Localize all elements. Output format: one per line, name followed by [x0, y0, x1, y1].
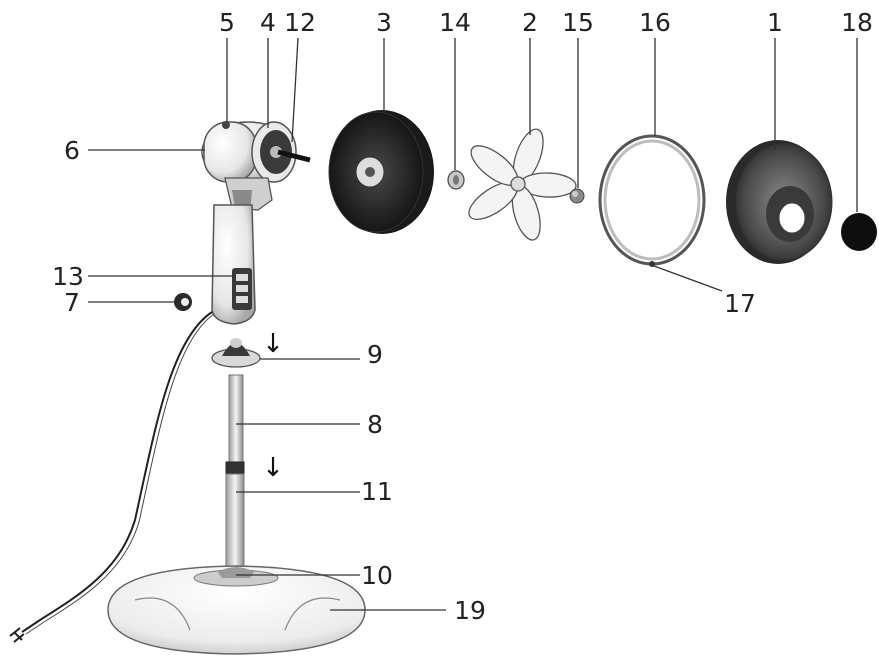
guard-ring	[598, 134, 706, 267]
upper-column	[211, 204, 256, 325]
callout-3: 3	[376, 8, 392, 37]
yoke-bracket	[224, 177, 273, 214]
callout-15: 15	[562, 8, 594, 37]
assembly-arrows: ↓ ↓	[262, 329, 284, 483]
motor-housing	[201, 121, 311, 183]
callout-13: 13	[52, 262, 84, 291]
callout-10: 10	[361, 561, 393, 590]
callout-12: 12	[284, 8, 316, 37]
callout-18: 18	[841, 8, 873, 37]
rear-guard	[328, 110, 434, 234]
height-knob	[174, 293, 192, 311]
callout-2: 2	[522, 8, 538, 37]
callout-labels: 5 4 12 3 14 2 15 16 1 18 6 13 7 17 9 8 1…	[52, 8, 873, 625]
callout-17: 17	[724, 289, 756, 318]
callout-5: 5	[219, 8, 235, 37]
fan-base	[107, 565, 366, 655]
callout-11: 11	[361, 477, 393, 506]
callout-14: 14	[439, 8, 471, 37]
fan-blade	[468, 128, 577, 241]
blade-spinner	[569, 188, 585, 204]
callout-9: 9	[367, 340, 383, 369]
lower-pole	[225, 461, 245, 567]
callout-4: 4	[260, 8, 276, 37]
callout-6: 6	[64, 136, 80, 165]
guard-nut	[447, 170, 465, 190]
center-badge	[841, 213, 877, 251]
callout-7: 7	[64, 288, 80, 317]
down-arrow-icon: ↓	[262, 329, 284, 359]
power-cord	[9, 311, 215, 643]
callout-16: 16	[639, 8, 671, 37]
leader-lines	[88, 37, 858, 611]
down-arrow-icon: ↓	[262, 453, 284, 483]
upper-pole	[228, 374, 244, 466]
collar-nut	[211, 338, 261, 368]
callout-8: 8	[367, 410, 383, 439]
callout-1: 1	[767, 8, 783, 37]
callout-19: 19	[454, 596, 486, 625]
front-guard	[726, 140, 833, 264]
